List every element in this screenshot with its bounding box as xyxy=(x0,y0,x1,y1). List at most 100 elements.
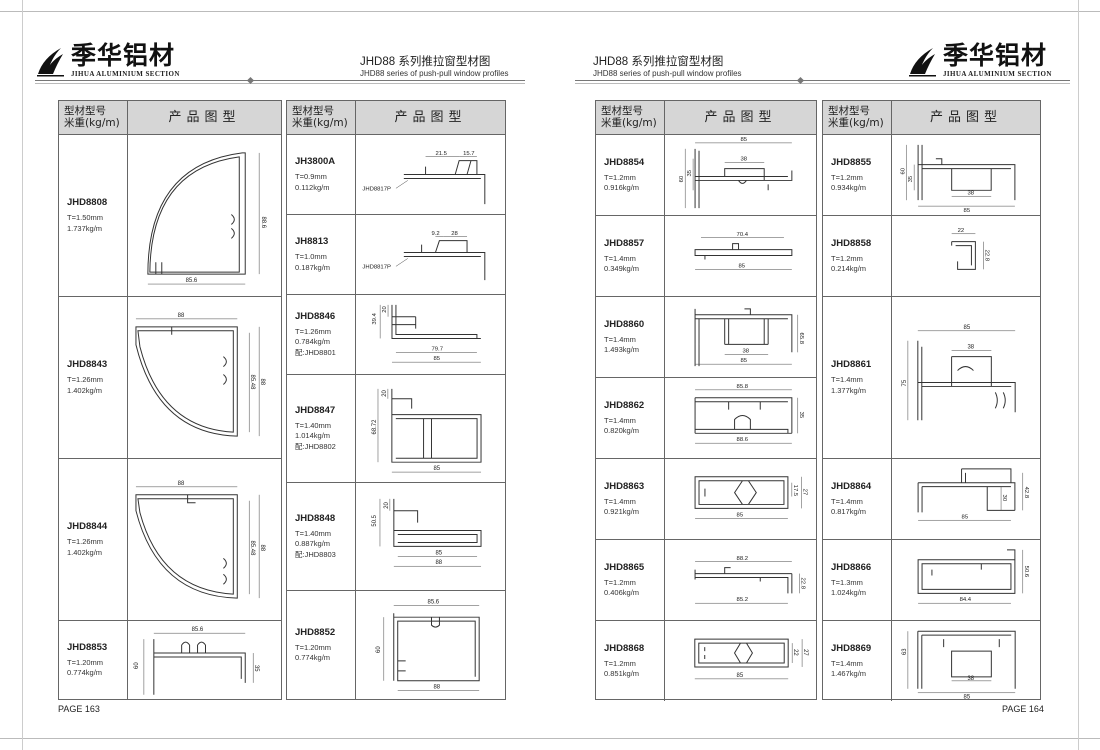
dim-label: 22.8 xyxy=(800,578,806,590)
profile-code: JHD8852 xyxy=(295,626,336,638)
dim-label: 60 xyxy=(134,662,140,669)
profile-code: JHD8861 xyxy=(831,359,872,370)
dim-label: 27 xyxy=(802,649,808,656)
dim-label: 85 xyxy=(741,137,748,143)
dim-label: 70.4 xyxy=(737,232,749,238)
profile-weight: 0.784kg/m xyxy=(295,337,331,347)
right-page: JHD88 系列推拉窗型材图 JHD88 series of push-pull… xyxy=(550,0,1100,750)
profile-weight: 1.737kg/m xyxy=(67,223,103,233)
brand-name-en: JIHUA ALUMINIUM SECTION xyxy=(71,70,180,78)
header-weight: 米重(kg/m) xyxy=(64,117,120,129)
dim-label: 85 xyxy=(433,466,440,472)
brand-mark-icon xyxy=(37,47,64,76)
header-code: 型材型号 xyxy=(601,105,643,117)
header-code: 型材型号 xyxy=(64,105,106,117)
dim-label: 85 xyxy=(737,512,744,518)
profile-thickness: T=1.50mm xyxy=(67,213,104,222)
profile-thickness: T=1.4mm xyxy=(604,496,636,506)
profile-weight: 1.402kg/m xyxy=(67,547,103,557)
dim-label: 38 xyxy=(741,157,748,163)
header-code: 型材型号 xyxy=(828,105,870,117)
header-rule-thin xyxy=(575,83,1070,84)
profile-thickness: T=1.2mm xyxy=(604,172,636,182)
profile-code: JHD8847 xyxy=(295,404,336,416)
profile-thickness: T=1.20mm xyxy=(67,657,104,667)
dim-label: 85 xyxy=(737,673,744,679)
dim-label: 22.8 xyxy=(983,250,989,262)
profile-weight: 0.774kg/m xyxy=(67,668,103,677)
dim-label: 88 xyxy=(259,378,265,385)
dim-label: 35 xyxy=(798,412,804,419)
profile-weight: 0.817kg/m xyxy=(831,507,867,516)
header-figure: 产品图型 xyxy=(168,110,241,125)
profile-weight: 0.934kg/m xyxy=(831,183,867,192)
table-header: 型材型号米重(kg/m) 产品图型 xyxy=(596,101,816,135)
profile-code: JHD8868 xyxy=(604,642,645,654)
dim-label: 17.5 xyxy=(792,485,798,497)
dim-label: 85 xyxy=(964,325,971,331)
header-rule xyxy=(575,80,1070,81)
profile-drawing: 17.5 27 85 xyxy=(665,459,816,539)
section-header: JHD88 系列推拉窗型材图 JHD88 series of push-pull… xyxy=(593,53,742,78)
section-header: JHD88 系列推拉窗型材图 JHD88 series of push-pull… xyxy=(360,53,509,78)
profile-code: JH8813 xyxy=(295,236,329,247)
dim-label: 27 xyxy=(802,489,808,496)
brand-name-zh: 季华铝材 xyxy=(71,41,176,70)
dim-label: 9.2 xyxy=(431,231,439,237)
profile-weight: 1.014kg/m xyxy=(295,431,331,441)
dim-label: 15.7 xyxy=(463,151,475,157)
profile-weight: 0.112kg/m xyxy=(295,182,330,192)
dim-label: 50.5 xyxy=(372,514,378,526)
dim-label: 20 xyxy=(384,501,390,508)
table-header: 型材型号米重(kg/m) 产品图型 xyxy=(823,101,1040,135)
dim-label: 30 xyxy=(1001,495,1007,502)
profile-weight: 0.774kg/m xyxy=(295,653,331,662)
brand-name-zh: 季华铝材 xyxy=(943,41,1048,70)
dim-label: 28 xyxy=(451,231,458,237)
profile-code: JHD8846 xyxy=(295,310,336,322)
profile-thickness: T=1.20mm xyxy=(295,642,332,652)
profile-thickness: T=1.4mm xyxy=(604,253,636,263)
dim-label: 39.4 xyxy=(372,312,378,324)
dim-label: 38 xyxy=(967,676,974,682)
dim-label: 20 xyxy=(382,305,388,312)
dim-label: 85 xyxy=(964,695,971,701)
header-code: 型材型号 xyxy=(292,105,334,117)
section-title-en: JHD88 series of push-pull window profile… xyxy=(360,69,509,78)
profile-weight: 1.493kg/m xyxy=(604,345,640,354)
dim-label: 22 xyxy=(958,228,965,234)
section-title-en: JHD88 series of push-pull window profile… xyxy=(593,69,742,78)
profile-code: JHD8854 xyxy=(604,156,645,168)
dim-label: 85 xyxy=(433,356,440,362)
profile-weight: 1.024kg/m xyxy=(831,588,867,597)
dim-label: 35 xyxy=(687,169,693,176)
dim-label: 85.8 xyxy=(737,384,749,390)
dim-label: 88.6 xyxy=(737,437,749,443)
profile-thickness: T=1.26mm xyxy=(295,326,332,336)
profile-code: JHD8863 xyxy=(604,480,645,492)
profile-thickness: T=1.3mm xyxy=(831,577,863,587)
dim-label: 88 xyxy=(178,481,185,487)
left-page: 季华铝材 JIHUA ALUMINIUM SECTION JHD88 系列推拉窗… xyxy=(35,41,525,714)
profile-thickness: T=1.4mm xyxy=(831,496,863,506)
dim-label: 85.48 xyxy=(249,375,255,391)
dim-label: 42.8 xyxy=(1023,487,1029,499)
